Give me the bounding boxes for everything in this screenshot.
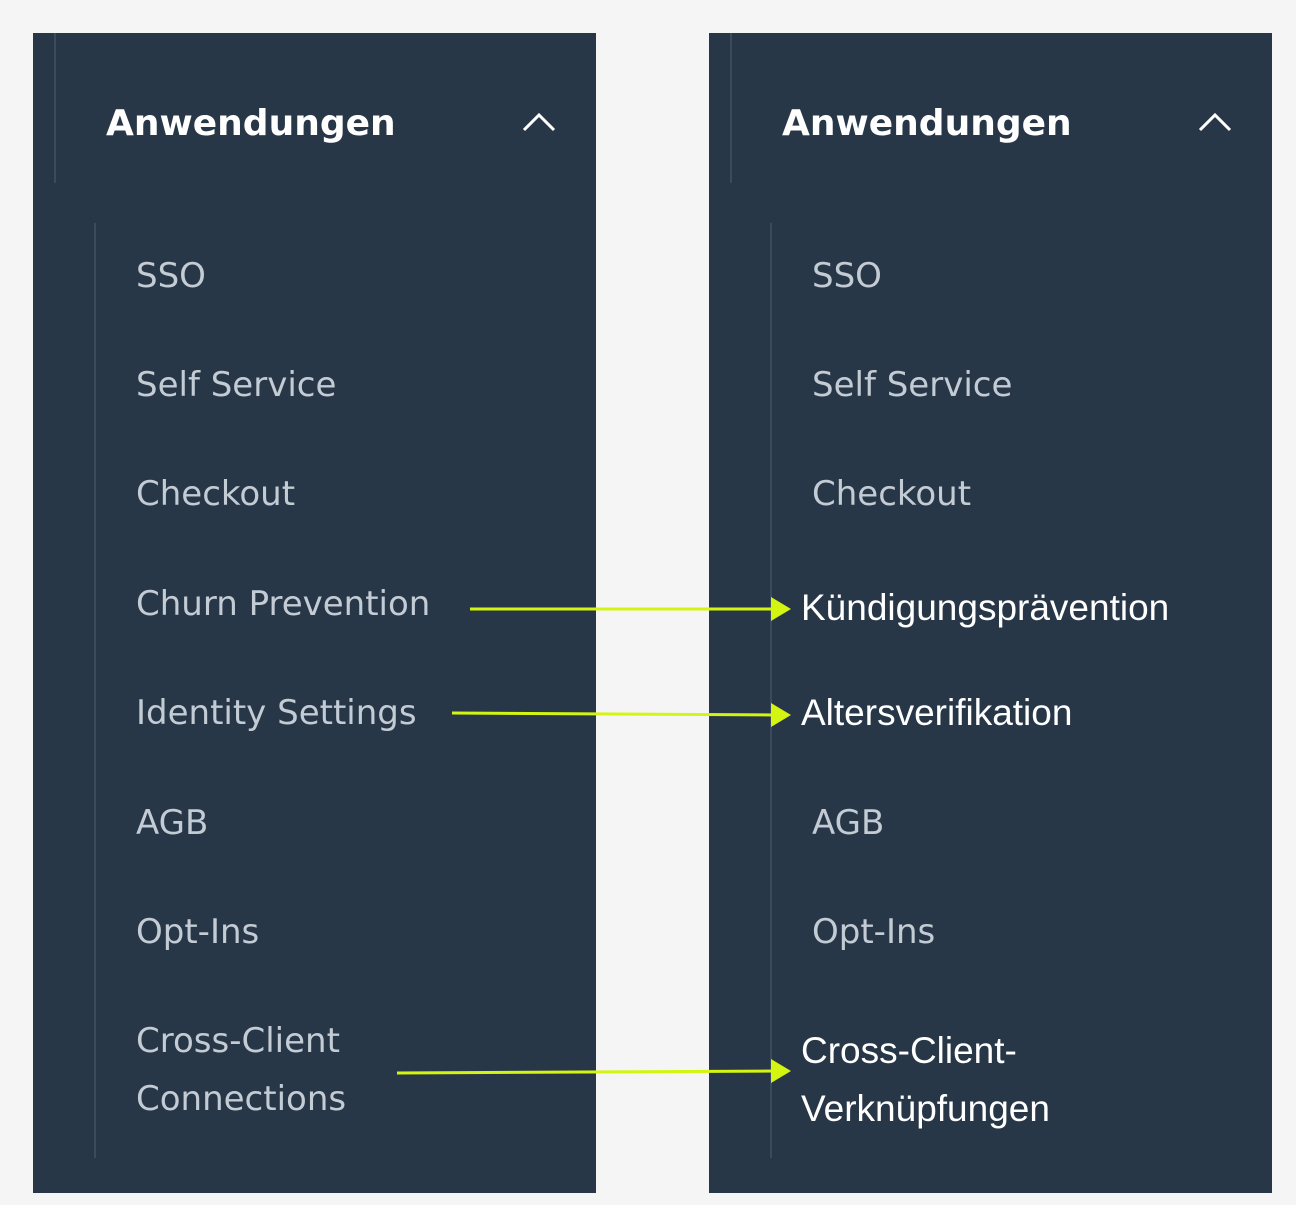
nav-panel-translated: Anwendungen SSO Self Service Checkout Kü…: [709, 33, 1272, 1193]
menu-item-cross-client-verknuepfungen[interactable]: Cross-Client- Verknüpfungen: [801, 1030, 1050, 1129]
header-divider: [54, 33, 56, 183]
menu-item-opt-ins[interactable]: Opt-Ins: [136, 912, 260, 952]
menu-item-checkout[interactable]: Checkout: [812, 474, 972, 514]
menu-item-identity-settings[interactable]: Identity Settings: [136, 693, 417, 733]
menu-item-altersverifikation[interactable]: Altersverifikation: [801, 692, 1073, 733]
chevron-up-icon[interactable]: [521, 111, 557, 133]
header-divider: [730, 33, 732, 183]
section-title[interactable]: Anwendungen: [782, 103, 1072, 144]
submenu-divider: [770, 223, 772, 1158]
menu-item-cross-client-connections[interactable]: Cross-Client Connections: [136, 1021, 347, 1119]
menu-item-opt-ins[interactable]: Opt-Ins: [812, 912, 936, 952]
menu-item-sso[interactable]: SSO: [136, 256, 206, 296]
menu-item-kuendigungspraevention[interactable]: Kündigungsprävention: [801, 587, 1170, 628]
section-title[interactable]: Anwendungen: [106, 103, 396, 144]
menu-item-agb[interactable]: AGB: [812, 803, 885, 843]
menu-item-self-service[interactable]: Self Service: [812, 365, 1013, 405]
menu-item-churn-prevention[interactable]: Churn Prevention: [136, 584, 431, 624]
menu-item-checkout[interactable]: Checkout: [136, 474, 296, 514]
submenu-divider: [94, 223, 96, 1158]
nav-panel-original: Anwendungen SSO Self Service Checkout Ch…: [33, 33, 596, 1193]
menu-item-sso[interactable]: SSO: [812, 256, 882, 296]
menu-item-agb[interactable]: AGB: [136, 803, 209, 843]
chevron-up-icon[interactable]: [1197, 111, 1233, 133]
menu-item-self-service[interactable]: Self Service: [136, 365, 337, 405]
